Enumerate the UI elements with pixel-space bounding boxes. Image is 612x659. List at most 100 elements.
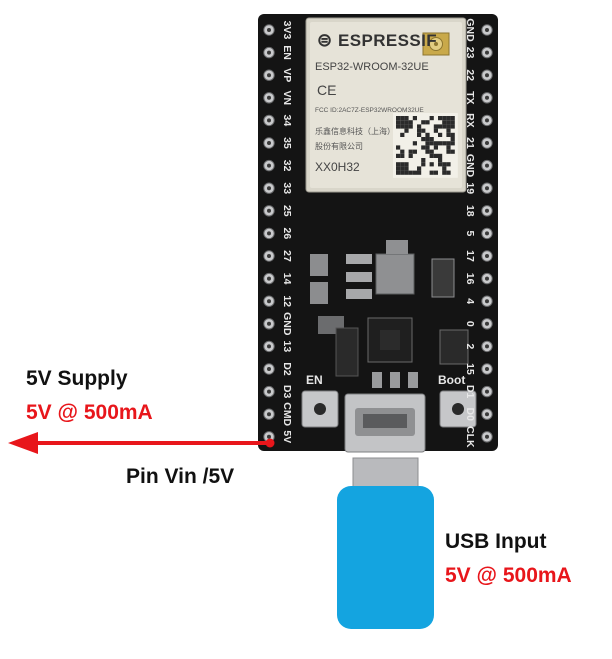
qr-module	[408, 153, 413, 158]
qr-module	[396, 145, 401, 150]
qr-module	[442, 120, 447, 125]
right-pin-12-hole	[485, 299, 489, 304]
left-pin-10-hole	[267, 254, 271, 258]
left-pin-5-hole	[267, 141, 271, 145]
right-pin-3-hole	[485, 95, 489, 100]
qr-module	[429, 137, 434, 142]
qr-module	[412, 116, 417, 121]
qr-module	[404, 162, 409, 167]
qr-module	[433, 145, 438, 150]
qr-module	[421, 162, 426, 167]
left-pin-labels: 3V3ENVPVN343532332526271412GND13D2D3CMD5…	[281, 21, 293, 444]
left-pin-label-15: D2	[281, 362, 293, 376]
left-pin-16-hole	[267, 389, 271, 394]
usb-input-title: USB Input	[445, 530, 547, 553]
right-pin-7-hole	[485, 186, 489, 191]
left-pin-label-11: 14	[281, 273, 293, 285]
module-code: XX0H32	[315, 160, 360, 174]
ce-mark: CE	[317, 82, 336, 98]
qr-module	[404, 128, 409, 133]
qr-module	[404, 124, 409, 129]
right-pin-label-14: 2	[464, 343, 476, 349]
qr-module	[408, 170, 413, 175]
qr-module	[450, 132, 455, 137]
qr-module	[429, 141, 434, 146]
supply-arrow	[8, 432, 275, 454]
right-pin-label-0: GND	[464, 18, 476, 42]
arrow-head	[8, 432, 38, 454]
qr-module	[433, 128, 438, 133]
qr-module	[417, 170, 422, 175]
right-pin-1-hole	[485, 50, 489, 55]
qr-module	[412, 141, 417, 146]
wroom-module	[305, 17, 467, 193]
qr-module	[408, 120, 413, 125]
right-pin-label-1: 23	[464, 47, 476, 59]
maker-line2: 股份有限公司	[315, 141, 363, 151]
qr-module	[400, 153, 405, 158]
left-pin-9-hole	[267, 231, 271, 236]
qr-module	[429, 149, 434, 154]
qr-module	[417, 128, 422, 133]
qr-code	[393, 113, 458, 178]
qr-module	[396, 116, 401, 121]
qr-module	[400, 120, 405, 125]
qr-module	[396, 124, 401, 129]
left-pin-label-17: CMD	[281, 402, 293, 426]
qr-module	[425, 141, 430, 146]
espressif-logo: ESPRESSIF	[338, 31, 437, 50]
qr-module	[442, 162, 447, 167]
usb-cable	[337, 457, 434, 629]
right-pin-14-hole	[485, 344, 489, 349]
qr-module	[417, 132, 422, 137]
left-pin-2-hole	[267, 73, 271, 78]
right-pin-label-5: 21	[464, 137, 476, 149]
left-pin-label-4: 34	[281, 115, 293, 127]
qr-module	[446, 120, 451, 125]
right-pin-10-hole	[485, 254, 489, 258]
qr-module	[450, 137, 455, 142]
left-pin-label-12: 12	[281, 295, 293, 307]
qr-module	[450, 120, 455, 125]
qr-module	[429, 170, 434, 175]
fcc-id: FCC ID:2AC7Z-ESP32WROOM32UE	[315, 107, 424, 114]
qr-module	[400, 170, 405, 175]
en-button-label: EN	[306, 373, 323, 387]
antenna-connector	[422, 32, 450, 56]
right-pin-6-hole	[485, 163, 489, 168]
qr-module	[450, 149, 455, 154]
left-pin-label-2: VP	[281, 68, 293, 82]
left-pin-7-hole	[267, 186, 271, 191]
left-pin-label-1: EN	[281, 45, 293, 60]
right-pin-label-8: 18	[464, 205, 476, 217]
right-pin-11-hole	[485, 276, 489, 281]
left-pin-18-hole	[267, 434, 271, 439]
smd-components	[310, 240, 469, 388]
qr-module	[429, 153, 434, 158]
qr-module	[425, 145, 430, 150]
qr-module	[425, 137, 430, 142]
qr-module	[425, 120, 430, 125]
qr-module	[442, 124, 447, 129]
right-pin-label-4: RX	[464, 113, 476, 128]
esp32-board: ESPRESSIF ⊜ ESP32-WROOM-32UE CE FCC ID:2…	[258, 14, 498, 453]
left-pin-label-5: 35	[281, 137, 293, 149]
right-pin-15-hole	[485, 367, 489, 371]
left-pin-label-7: 33	[281, 182, 293, 194]
right-pin-label-2: 22	[464, 69, 476, 81]
right-pin-0-hole	[485, 28, 489, 32]
left-pin-1-hole	[267, 50, 271, 55]
right-pin-label-12: 4	[464, 298, 476, 304]
left-pin-17-hole	[267, 412, 271, 417]
right-pin-label-3: TX	[464, 91, 476, 104]
right-pin-label-7: 19	[464, 182, 476, 194]
qr-module	[438, 116, 443, 121]
qr-module	[442, 141, 447, 146]
qr-module	[404, 170, 409, 175]
qr-module	[400, 149, 405, 154]
right-pin-label-11: 16	[464, 273, 476, 285]
qr-module	[396, 120, 401, 125]
qr-module	[425, 132, 430, 137]
